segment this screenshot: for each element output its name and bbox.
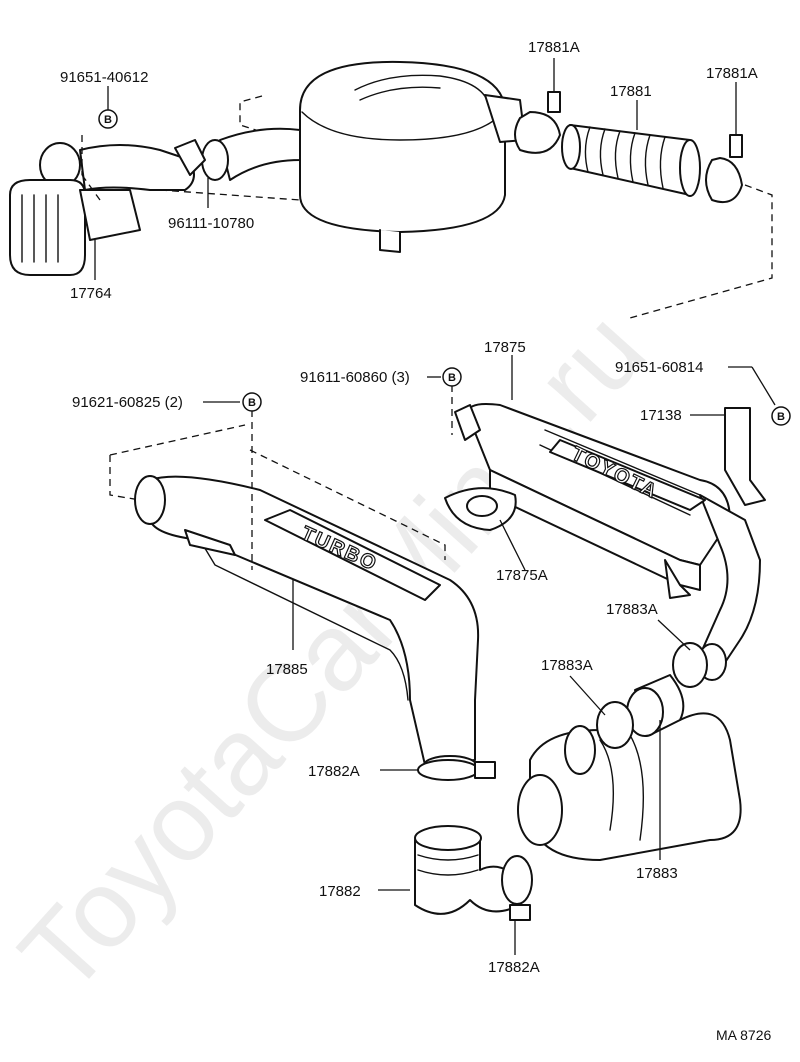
bolt-marker-text: B [248, 397, 256, 409]
outlet-hose-17883 [626, 674, 685, 860]
clamp-17883A-upper [657, 619, 708, 688]
bolt-marker-91611-60860: B [442, 367, 462, 387]
clamp-17882A-upper [380, 759, 496, 781]
connection-line-91651-40612 [81, 135, 101, 201]
hose-clamp-17881A-right [705, 82, 743, 204]
connection-line-housing [159, 189, 301, 201]
label-17883A-lower: 17883A [541, 657, 593, 674]
label-91621-60825: 91621-60825 (2) [72, 394, 183, 411]
label-96111-10780: 96111-10780 [168, 215, 254, 232]
bolt-marker-91651-60814: B [771, 406, 791, 426]
label-17882: 17882 [319, 883, 361, 900]
label-91611-60860: 91611-60860 (3) [300, 369, 410, 386]
reference-code: MA 8726 [716, 1027, 771, 1043]
label-17881: 17881 [610, 83, 652, 100]
label-17881A-right: 17881A [706, 65, 758, 82]
label-17875A: 17875A [496, 567, 548, 584]
label-17882A-lower: 17882A [488, 959, 540, 976]
air-cleaner-hose-left [39, 127, 301, 191]
label-17881A-top: 17881A [528, 39, 580, 56]
bracket-17138 [690, 407, 766, 506]
label-91651-60814: 91651-60814 [615, 359, 703, 376]
gasket-17875A [444, 487, 526, 571]
bolt-marker-91651-40612: B [98, 86, 118, 129]
label-17875: 17875 [484, 339, 526, 356]
hose-17882 [378, 825, 533, 915]
leader-91651-60814-b [751, 366, 776, 406]
turbocharger-housing [517, 712, 742, 861]
clamp-17883A-lower [569, 675, 634, 749]
bolt-marker-text: B [448, 372, 456, 384]
hose-clamp-17881A-top [514, 58, 561, 154]
label-17882A-upper: 17882A [308, 763, 360, 780]
bolt-marker-text: B [777, 411, 785, 423]
bolt-marker-text: B [104, 114, 112, 126]
label-17764: 17764 [70, 285, 112, 302]
resonator-17764 [9, 179, 141, 280]
clamp-17882A-lower [509, 904, 531, 955]
label-17883: 17883 [636, 865, 678, 882]
connection-line-right [629, 184, 773, 319]
label-17885: 17885 [266, 661, 308, 678]
bolt-marker-91621-60825: B [242, 392, 262, 412]
label-17883A-upper: 17883A [606, 601, 658, 618]
label-17138: 17138 [640, 407, 682, 424]
intake-hose-17881 [561, 124, 701, 197]
label-91651-40612: 91651-40612 [60, 69, 148, 86]
